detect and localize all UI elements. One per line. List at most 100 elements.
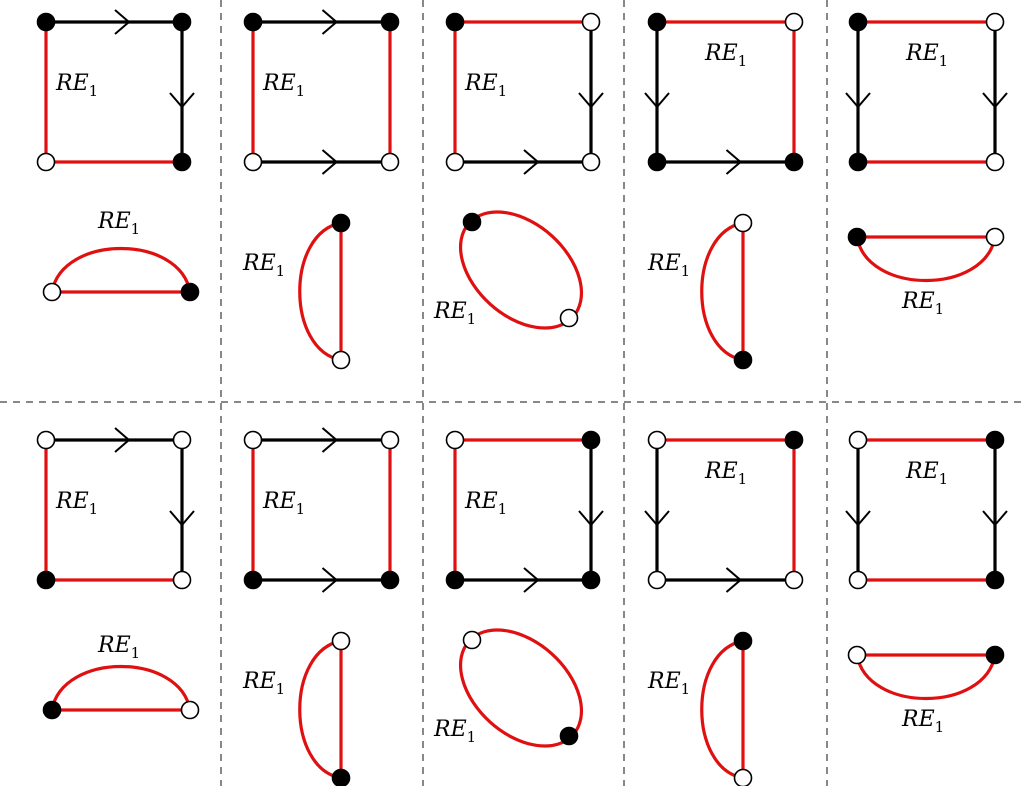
vertex-bottom-right: [380, 152, 400, 172]
square-diagram: RE1: [845, 12, 1008, 172]
reduced-vertex-b: [733, 768, 753, 786]
vertex-top-left: [36, 12, 56, 32]
edge-label: RE1: [242, 251, 285, 280]
edge-label: RE1: [433, 299, 476, 328]
edge-label-subscript: 1: [935, 300, 945, 318]
reduced-vertex-b: [331, 350, 351, 370]
vertex-top-left: [647, 430, 667, 450]
curved-edge: [700, 639, 744, 780]
vertex-bottom-left: [243, 152, 263, 172]
direction-arrow: [321, 427, 339, 453]
edge-label: RE1: [647, 251, 690, 280]
reduced-vertex-b: [559, 308, 579, 328]
edge-label: RE1: [242, 669, 285, 698]
edge-label: RE1: [905, 459, 948, 488]
direction-arrow: [169, 92, 195, 109]
direction-arrow: [321, 149, 339, 175]
edge-label: RE1: [704, 459, 747, 488]
vertex-top-left: [647, 12, 667, 32]
edge-label-subscript: 1: [276, 262, 286, 280]
direction-arrow: [578, 92, 604, 109]
edge-label: RE1: [901, 289, 944, 318]
vertex-top-right: [985, 430, 1005, 450]
reduced-vertex-b: [331, 768, 351, 786]
reduced-vertex-a: [462, 630, 482, 650]
vertex-bottom-right: [581, 152, 601, 172]
edge-label-subscript: 1: [89, 500, 99, 518]
direction-arrow: [725, 149, 743, 175]
reduced-diagram: RE1: [647, 213, 753, 370]
edge-label: RE1: [647, 669, 690, 698]
vertex-top-left: [848, 12, 868, 32]
reduced-diagram: RE1: [433, 628, 584, 748]
square-diagram: RE1: [845, 430, 1008, 590]
reduced-diagram: RE1: [242, 213, 351, 370]
vertex-bottom-right: [172, 152, 192, 172]
edge-label-subscript: 1: [681, 262, 691, 280]
vertex-bottom-right: [172, 570, 192, 590]
reduced-diagram: RE1: [847, 227, 1005, 318]
edge-label-subscript: 1: [935, 718, 945, 736]
edge-label-subscript: 1: [89, 82, 99, 100]
vertex-top-left: [36, 430, 56, 450]
vertex-bottom-right: [784, 152, 804, 172]
vertex-bottom-left: [848, 152, 868, 172]
edge-label: RE1: [97, 633, 140, 662]
reduced-vertex-b: [559, 726, 579, 746]
square-diagram: RE1: [644, 12, 804, 175]
edge-label: RE1: [905, 41, 948, 70]
square-diagram: RE1: [36, 427, 195, 590]
edge-label-subscript: 1: [296, 500, 306, 518]
vertex-top-right: [380, 12, 400, 32]
edge-label: RE1: [464, 71, 507, 100]
reduced-vertex-a: [733, 631, 753, 651]
vertex-top-right: [172, 430, 192, 450]
vertex-top-right: [581, 12, 601, 32]
direction-arrow: [523, 567, 540, 593]
vertex-top-left: [243, 12, 263, 32]
edge-label: RE1: [262, 71, 305, 100]
reduced-diagram: RE1: [242, 631, 351, 786]
square-diagram: RE1: [243, 9, 400, 175]
direction-arrow: [578, 510, 604, 527]
reduced-vertex-a: [462, 212, 482, 232]
vertex-top-left: [445, 430, 465, 450]
edge-label: RE1: [55, 489, 98, 518]
vertex-bottom-right: [784, 570, 804, 590]
direction-arrow: [321, 567, 339, 593]
curved-edge: [298, 221, 342, 362]
curved-edge: [855, 236, 997, 283]
vertex-bottom-right: [985, 152, 1005, 172]
direction-arrow: [644, 510, 670, 527]
reduced-vertex-a: [733, 213, 753, 233]
reduced-diagram: RE1: [647, 631, 753, 786]
reduced-vertex-b: [180, 700, 200, 720]
vertex-bottom-right: [581, 570, 601, 590]
direction-arrow: [845, 92, 871, 109]
reduced-vertex-a: [847, 227, 867, 247]
curved-edge: [855, 654, 997, 701]
edge-label-subscript: 1: [681, 680, 691, 698]
vertex-top-right: [784, 430, 804, 450]
reduced-vertex-a: [331, 213, 351, 233]
vertex-top-right: [172, 12, 192, 32]
direction-arrow: [982, 92, 1008, 109]
edge-label-subscript: 1: [467, 728, 477, 746]
edge-label-subscript: 1: [467, 310, 477, 328]
direction-arrow: [982, 510, 1008, 527]
vertex-top-right: [581, 430, 601, 450]
vertex-bottom-left: [445, 570, 465, 590]
vertex-bottom-left: [647, 152, 667, 172]
reduced-vertex-b: [985, 645, 1005, 665]
panel-grid: RE1RE1RE1RE1RE1RE1RE1RE1RE1RE1RE1RE1RE1R…: [36, 9, 1008, 786]
